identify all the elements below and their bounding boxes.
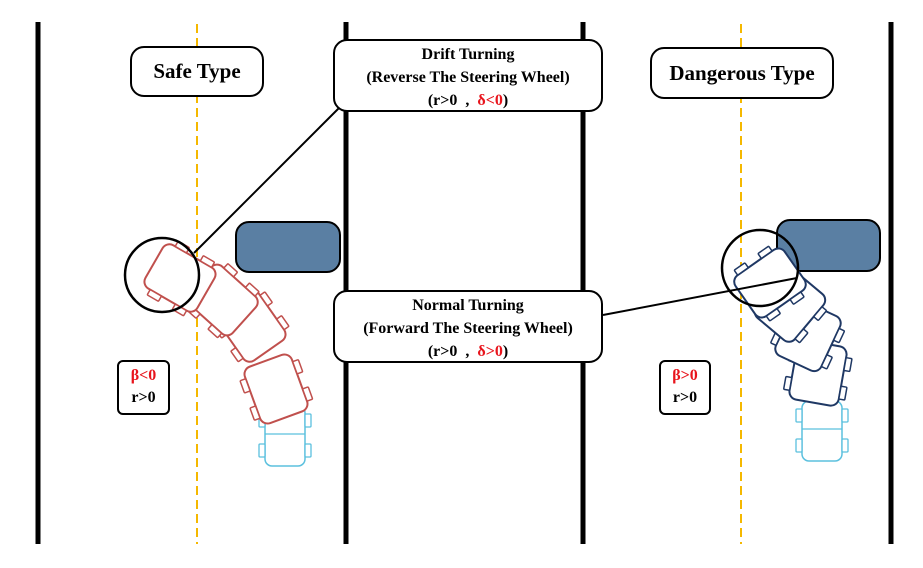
normal-turning-condition: (r>0 , δ>0)	[335, 340, 601, 363]
dangerous-condition-box: β>0 r>0	[659, 360, 711, 415]
drift-turning-subtitle: (Reverse The Steering Wheel)	[366, 69, 570, 86]
drift-condition-close: )	[502, 92, 509, 109]
normal-turning-subtitle: (Forward The Steering Wheel)	[363, 320, 573, 337]
drift-condition-delta: δ<0	[477, 92, 503, 109]
obstacle-car-right	[776, 219, 881, 272]
highlight-circle-left	[123, 236, 201, 314]
normal-condition-close: )	[502, 343, 509, 360]
dangerous-beta-condition: β>0	[672, 367, 698, 384]
normal-turning-callout: Normal Turning (Forward The Steering Whe…	[333, 290, 603, 363]
highlight-circle-right	[720, 228, 800, 308]
drift-condition-open: (r>0 ,	[427, 92, 478, 109]
safe-condition-box: β<0 r>0	[117, 360, 170, 415]
drift-turning-title: Drift Turning	[421, 46, 515, 63]
callout-line-normal	[602, 277, 798, 316]
safe-type-label: Safe Type	[130, 46, 264, 97]
original-car-right	[795, 400, 849, 462]
normal-condition-open: (r>0 ,	[427, 343, 478, 360]
safe-r-condition: r>0	[131, 389, 156, 406]
dangerous-trajectory	[726, 239, 855, 462]
safe-type-text: Safe Type	[153, 59, 241, 83]
dangerous-type-label: Dangerous Type	[650, 47, 834, 99]
callout-line-drift	[193, 104, 343, 254]
drift-turning-condition: (r>0 , δ<0)	[335, 89, 601, 112]
obstacle-car-left	[235, 221, 341, 273]
normal-turning-title: Normal Turning	[412, 297, 524, 314]
safe-beta-condition: β<0	[130, 367, 157, 384]
dangerous-r-condition: r>0	[672, 389, 698, 406]
normal-condition-delta: δ>0	[477, 343, 503, 360]
dangerous-type-text: Dangerous Type	[669, 60, 815, 85]
drift-turning-callout: Drift Turning (Reverse The Steering Whee…	[333, 39, 603, 112]
